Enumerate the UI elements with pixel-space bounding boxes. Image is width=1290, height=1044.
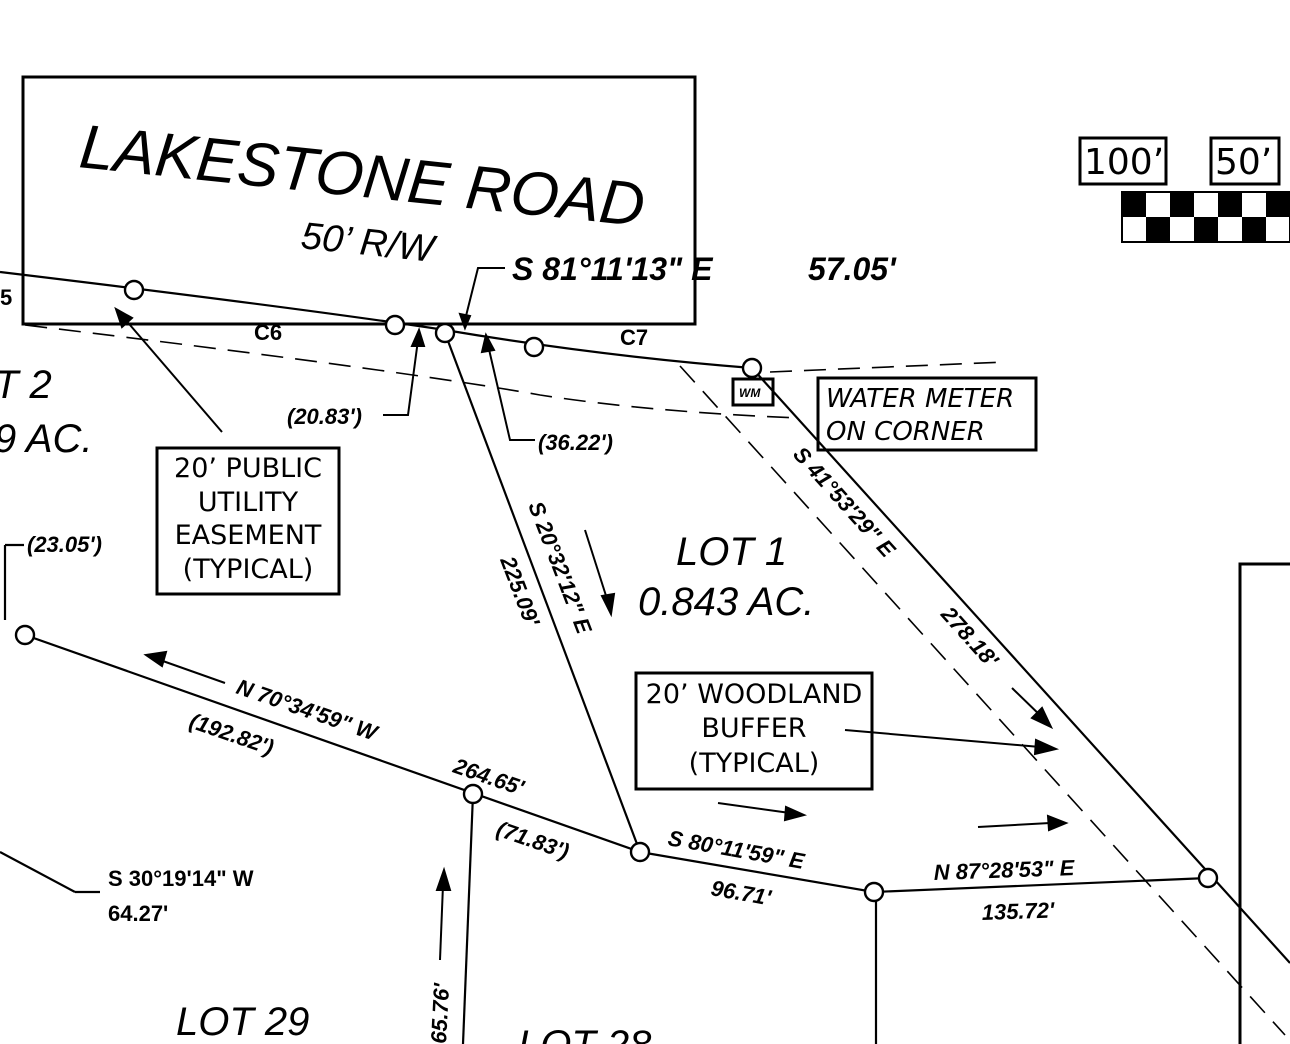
tie-20-83: (20.83'): [287, 404, 362, 429]
corner-pin: [629, 841, 651, 863]
utility-note-line3: EASEMENT: [175, 520, 322, 551]
top-bearing: S 81°11'13" E: [512, 251, 714, 287]
utility-note-line1: 20’ PUBLIC: [174, 453, 322, 484]
corner-pin: [741, 357, 763, 379]
scale-100-label: 100’: [1084, 142, 1164, 183]
north-line-total: 264.65': [449, 753, 527, 801]
water-note-line2: ON CORNER: [826, 417, 985, 447]
lot2-name: T 2: [0, 363, 52, 407]
south-line-1: [639, 850, 875, 894]
curve-c7: C7: [620, 325, 648, 350]
corner-pin: [863, 881, 885, 903]
buffer-dashed-line: [679, 365, 1286, 1036]
road-right-of-way: 50’ R/W: [299, 215, 439, 271]
south1-distance: 96.71': [709, 875, 773, 910]
scale-50-box: [1209, 136, 1281, 186]
curve-left-edge: 5: [0, 285, 12, 310]
lot29-28-line: [461, 793, 475, 1044]
tie-36-22: (36.22'): [538, 430, 613, 455]
corner-pin: [14, 624, 36, 646]
curve-c6: C6: [254, 320, 282, 345]
lot28-name: LOT 28: [518, 1023, 652, 1044]
row-line: [0, 270, 753, 370]
south2-distance: 135.72': [981, 897, 1055, 925]
tie-23-05: (23.05'): [27, 532, 102, 557]
sw-leader: [0, 851, 76, 893]
corner-pin: [462, 783, 484, 805]
buffer-note-line2: BUFFER: [701, 713, 806, 744]
corner-pin: [523, 336, 545, 358]
corner-pin: [434, 322, 456, 344]
north-line: [24, 633, 641, 854]
corner-pin: [123, 279, 145, 301]
scale-50-label: 50’: [1215, 142, 1272, 183]
easement-dashed-line: [24, 324, 801, 419]
corner-pin: [1197, 867, 1219, 889]
bottom-distance: 65.76': [426, 982, 454, 1044]
south-line-2: [873, 876, 1209, 894]
corner-pin: [384, 314, 406, 336]
lot2-area: 9 AC.: [0, 417, 93, 461]
utility-note-line2: UTILITY: [198, 487, 299, 518]
utility-note-line4: (TYPICAL): [183, 554, 314, 585]
water-meter-note-box: [816, 376, 1038, 452]
buffer-note-line3: (TYPICAL): [689, 748, 820, 779]
lot1-name: LOT 1: [676, 530, 787, 574]
sw-distance: 64.27': [108, 901, 168, 926]
water-meter-symbol: [731, 377, 775, 407]
lot1-east-line: [751, 367, 1290, 964]
woodland-buffer-note-box: [634, 671, 874, 791]
leader-lines: [114, 267, 1069, 961]
lot1-west-line: [443, 332, 642, 853]
utility-easement-note-box: [155, 446, 341, 596]
adjacent-lot-box: [1238, 562, 1290, 1044]
lot1-area: 0.843 AC.: [638, 580, 814, 624]
west-line-distance: 225.09': [495, 552, 545, 630]
water-note-line1: WATER METER: [826, 384, 1014, 414]
sw-bearing: S 30°19'14" W: [108, 866, 254, 891]
buffer-note-line1: 20’ WOODLAND: [646, 679, 863, 710]
scale-checker-bar: [1121, 191, 1290, 243]
south1-bearing: S 80°11'59" E: [666, 825, 807, 874]
north-line-part: (192.82'): [186, 708, 277, 760]
road-title-box: [21, 75, 697, 326]
water-meter-symbol-label: WM: [739, 386, 761, 400]
scale-100-box: [1078, 136, 1168, 186]
south2-bearing: N 87°28'53" E: [933, 855, 1076, 885]
lot29-name: LOT 29: [176, 1000, 309, 1044]
row-dashed-right: [769, 361, 1006, 373]
top-distance: 57.05': [808, 251, 897, 287]
east-line-bearing: S 41°53'29" E: [788, 442, 901, 563]
